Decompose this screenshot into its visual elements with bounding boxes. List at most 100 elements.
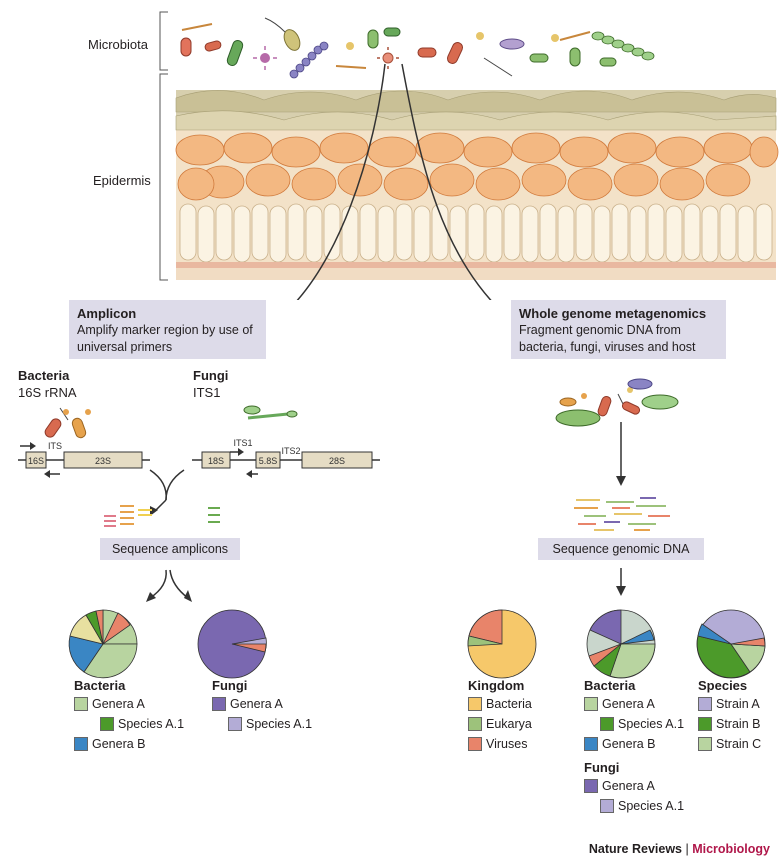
legend-label: Species A.1	[618, 799, 685, 813]
dermis-strip	[176, 268, 776, 280]
operon-its1: ITS1	[233, 438, 252, 448]
legend-swatch	[584, 737, 598, 751]
amp-bacteria-title: Bacteria	[74, 678, 126, 693]
legend-swatch	[468, 737, 482, 751]
legend-item: Strain C	[698, 736, 761, 752]
legend-label: Strain C	[716, 737, 762, 751]
journal-credit: Nature Reviews | Microbiology	[589, 842, 770, 856]
legend-label: Genera A	[602, 779, 655, 793]
legend-label: Viruses	[486, 737, 528, 751]
legend-label: Species A.1	[618, 717, 685, 731]
pie-wgm-bacteria	[586, 609, 656, 679]
sequence-amplicons-label: Sequence amplicons	[100, 538, 240, 560]
journal-separator: |	[682, 842, 693, 856]
workflow-diagram: 16S ITS 23S 18S ITS1 5.8S ITS2 28S	[18, 378, 766, 679]
fungi-microbes-small	[243, 405, 298, 420]
operon-28s: 28S	[329, 456, 345, 466]
legend-label: Species A.1	[246, 717, 313, 731]
corneum-scales	[175, 90, 777, 131]
split-head-right	[184, 590, 192, 602]
operon-18s: 18S	[208, 456, 224, 466]
fungi-marker-sub: ITS1	[193, 385, 221, 400]
pie-amp-fungi	[197, 609, 267, 679]
wgm-fungi-title: Fungi	[584, 760, 620, 775]
operon-its2: ITS2	[281, 446, 300, 456]
operon-58s: 5.8S	[259, 456, 278, 466]
bacteria-marker-sub: 16S rRNA	[18, 385, 77, 400]
pie-species	[696, 609, 766, 679]
legend-item: Eukarya	[468, 716, 532, 732]
legend-swatch	[468, 717, 482, 731]
legend-item: Genera B	[584, 736, 656, 752]
legend-item: Genera B	[74, 736, 146, 752]
legend-item: Viruses	[468, 736, 527, 752]
legend-label: Genera A	[602, 697, 655, 711]
legend-label: Species A.1	[118, 717, 185, 731]
skin-illustration	[159, 11, 779, 300]
split-head-left	[146, 592, 156, 602]
legend-swatch	[600, 799, 614, 813]
legend-label: Eukarya	[486, 717, 532, 731]
amplicon-fragments	[104, 505, 220, 527]
genomic-fragments	[574, 497, 670, 531]
amplicon-desc: Amplify marker region by use of universa…	[77, 323, 253, 354]
legend-item: Genera A	[584, 696, 655, 712]
journal-name: Nature Reviews	[588, 842, 683, 856]
basal-cells	[179, 203, 773, 263]
merge-arrow-head	[150, 506, 158, 516]
legend-item: Species A.1	[228, 716, 312, 732]
legend-swatch	[698, 737, 712, 751]
kingdom-title: Kingdom	[468, 678, 525, 693]
basement-membrane	[176, 262, 776, 268]
legend-label: Bacteria	[486, 697, 532, 711]
fungi-marker-title: Fungi	[193, 368, 229, 383]
legend-item: Genera A	[584, 778, 655, 794]
legend-item: Genera A	[74, 696, 145, 712]
legend-item: Species A.1	[600, 716, 684, 732]
legend-item: Strain B	[698, 716, 760, 732]
legend-swatch	[600, 717, 614, 731]
brackets	[159, 11, 168, 281]
merge-arrows	[149, 469, 185, 513]
legend-swatch	[584, 779, 598, 793]
legend-item: Species A.1	[600, 798, 684, 814]
legend-swatch	[100, 717, 114, 731]
microbes	[180, 17, 655, 79]
wgm-title: Whole genome metagenomics	[519, 306, 707, 321]
pie-kingdom	[467, 609, 537, 679]
legend-label: Strain B	[716, 717, 761, 731]
bacterial-operon	[18, 442, 150, 478]
wgm-microbes	[555, 378, 679, 427]
sequence-genomic-label: Sequence genomic DNA	[538, 538, 704, 560]
wgm-arrow-1-head	[616, 476, 626, 486]
operon-its: ITS	[48, 441, 62, 451]
split-arrows	[149, 569, 189, 599]
amplicon-title: Amplicon	[77, 306, 137, 321]
fungal-operon	[192, 448, 380, 478]
legend-swatch	[74, 737, 88, 751]
legend-item: Bacteria	[468, 696, 532, 712]
species-title: Species	[698, 678, 748, 693]
legend-label: Strain A	[716, 697, 760, 711]
bacteria-marker-title: Bacteria	[18, 368, 70, 383]
granular-cells	[175, 132, 779, 201]
legend-label: Genera B	[602, 737, 656, 751]
legend-swatch	[698, 717, 712, 731]
legend-label: Genera B	[92, 737, 146, 751]
wgm-bacteria-title: Bacteria	[584, 678, 636, 693]
amp-fungi-title: Fungi	[212, 678, 248, 693]
wgm-arrow-2-head	[616, 586, 626, 596]
legend-item: Strain A	[698, 696, 760, 712]
wgm-box: Whole genome metagenomics Fragment genom…	[511, 300, 726, 359]
legend-label: Genera A	[230, 697, 283, 711]
operon-23s: 23S	[95, 456, 111, 466]
operon-16s: 16S	[28, 456, 44, 466]
journal-section: Microbiology	[692, 842, 770, 856]
legend-item: Genera A	[212, 696, 283, 712]
legend-swatch	[212, 697, 226, 711]
amplicon-box: Amplicon Amplify marker region by use of…	[69, 300, 266, 359]
legend-item: Species A.1	[100, 716, 184, 732]
legend-swatch	[468, 697, 482, 711]
microbiota-label: Microbiota	[88, 37, 148, 52]
legend-label: Genera A	[92, 697, 145, 711]
